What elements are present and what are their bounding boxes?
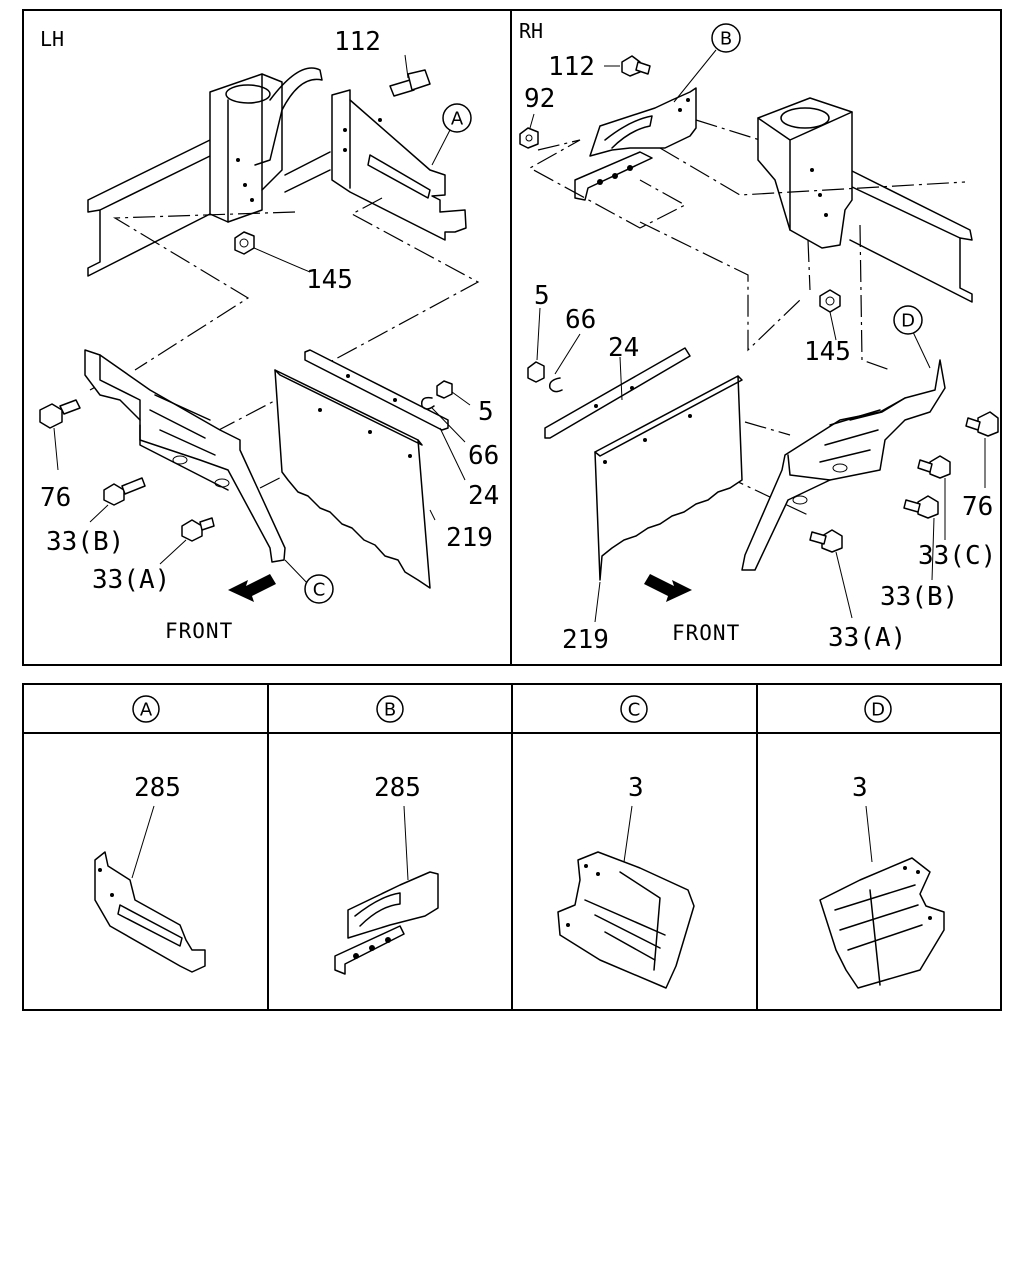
detail-c-ref: C	[628, 700, 641, 721]
lh-callout-66: 66	[468, 441, 499, 471]
rh-callout-5: 5	[534, 281, 550, 311]
lh-callout-33a: 33(A)	[92, 565, 170, 595]
rh-ref-b: B	[711, 23, 741, 53]
lh-nut-5-icon	[436, 380, 453, 399]
rh-ref-d: D	[893, 305, 923, 335]
lh-front-arrow-icon	[228, 574, 276, 602]
rh-callout-219: 219	[562, 625, 609, 655]
rh-callout-76: 76	[962, 492, 993, 522]
detail-table	[22, 683, 1002, 1011]
detail-a-ref: A	[140, 700, 153, 721]
rh-frame-rail	[849, 169, 973, 303]
lh-callout-145: 145	[306, 265, 353, 295]
rh-callout-33a: 33(A)	[828, 623, 906, 653]
rh-nut-92-icon	[519, 127, 539, 149]
lh-callout-76: 76	[40, 483, 71, 513]
rh-frame-bracket	[757, 97, 853, 249]
lh-mudguard-bracket	[84, 349, 286, 563]
detail-c: C 3	[557, 695, 695, 989]
lh-ref-c-letter: C	[313, 580, 326, 601]
rh-front-arrow-icon	[644, 574, 692, 602]
lh-callout-33b: 33(B)	[46, 527, 124, 557]
detail-a: A 285	[94, 695, 206, 973]
lh-callout-5: 5	[478, 397, 494, 427]
lh-panel: LH	[39, 27, 499, 643]
lh-bolt-112-icon	[389, 69, 431, 97]
lh-stay-24	[304, 349, 449, 431]
lh-ref-a-letter: A	[451, 109, 464, 130]
detail-b-ref: B	[384, 700, 396, 721]
lh-bolt-33b-icon	[103, 477, 146, 506]
detail-b-part-number: 285	[374, 773, 421, 803]
rh-callout-33b: 33(B)	[880, 582, 958, 612]
lh-side-label: LH	[40, 27, 64, 51]
detail-d-ref: D	[871, 700, 885, 721]
rh-callout-leaders	[529, 49, 986, 623]
lh-ref-a: A	[442, 103, 472, 133]
lh-front-label: FRONT	[165, 619, 233, 643]
rh-bolt-112-icon	[621, 55, 651, 77]
lh-mud-flap	[274, 369, 431, 589]
rh-bolt-33a-icon	[809, 529, 843, 553]
rh-bolt-33b-icon	[903, 495, 939, 519]
rh-side-label: RH	[519, 19, 543, 43]
lh-frame-rail	[87, 139, 331, 277]
rh-bolt-33c-icon	[917, 455, 951, 479]
lh-callout-219: 219	[446, 523, 493, 553]
detail-d-part-number: 3	[852, 773, 868, 803]
lh-ref-c: C	[304, 574, 334, 604]
rh-front-label: FRONT	[672, 621, 740, 645]
lh-nut-145-icon	[234, 231, 255, 255]
rh-callout-66: 66	[565, 305, 596, 335]
lh-washer-66-icon	[420, 396, 435, 410]
lh-callout-24: 24	[468, 481, 499, 511]
rh-callout-112: 112	[548, 52, 595, 82]
rh-stay-24	[544, 347, 691, 439]
detail-a-part-number: 285	[134, 773, 181, 803]
detail-c-part-number: 3	[628, 773, 644, 803]
lh-bolt-33a-icon	[181, 517, 215, 542]
lh-bracket-a	[331, 89, 467, 241]
detail-b: B 285	[334, 695, 439, 975]
rh-washer-66-icon	[548, 377, 563, 393]
rh-mudguard-bracket	[741, 359, 946, 571]
lh-callout-112: 112	[334, 27, 381, 57]
rh-panel: RH	[519, 19, 999, 655]
rh-bolt-76-icon	[965, 411, 999, 437]
rh-callout-92: 92	[524, 84, 555, 114]
rh-callout-33c: 33(C)	[918, 541, 996, 571]
rh-callout-24: 24	[608, 333, 639, 363]
detail-d: D 3	[819, 695, 945, 989]
main-frame	[22, 9, 1002, 666]
rh-bracket-b	[574, 87, 697, 201]
rh-callout-145: 145	[804, 337, 851, 367]
rh-ref-d-letter: D	[901, 311, 915, 332]
lh-bolt-76-icon	[39, 399, 81, 429]
rh-ref-b-letter: B	[720, 29, 732, 50]
rh-mud-flap	[594, 375, 743, 581]
lh-callout-leaders	[53, 54, 471, 587]
rh-nut-145-icon	[819, 289, 841, 313]
lh-frame-bracket	[209, 67, 323, 223]
rh-nut-5-icon	[527, 361, 545, 383]
